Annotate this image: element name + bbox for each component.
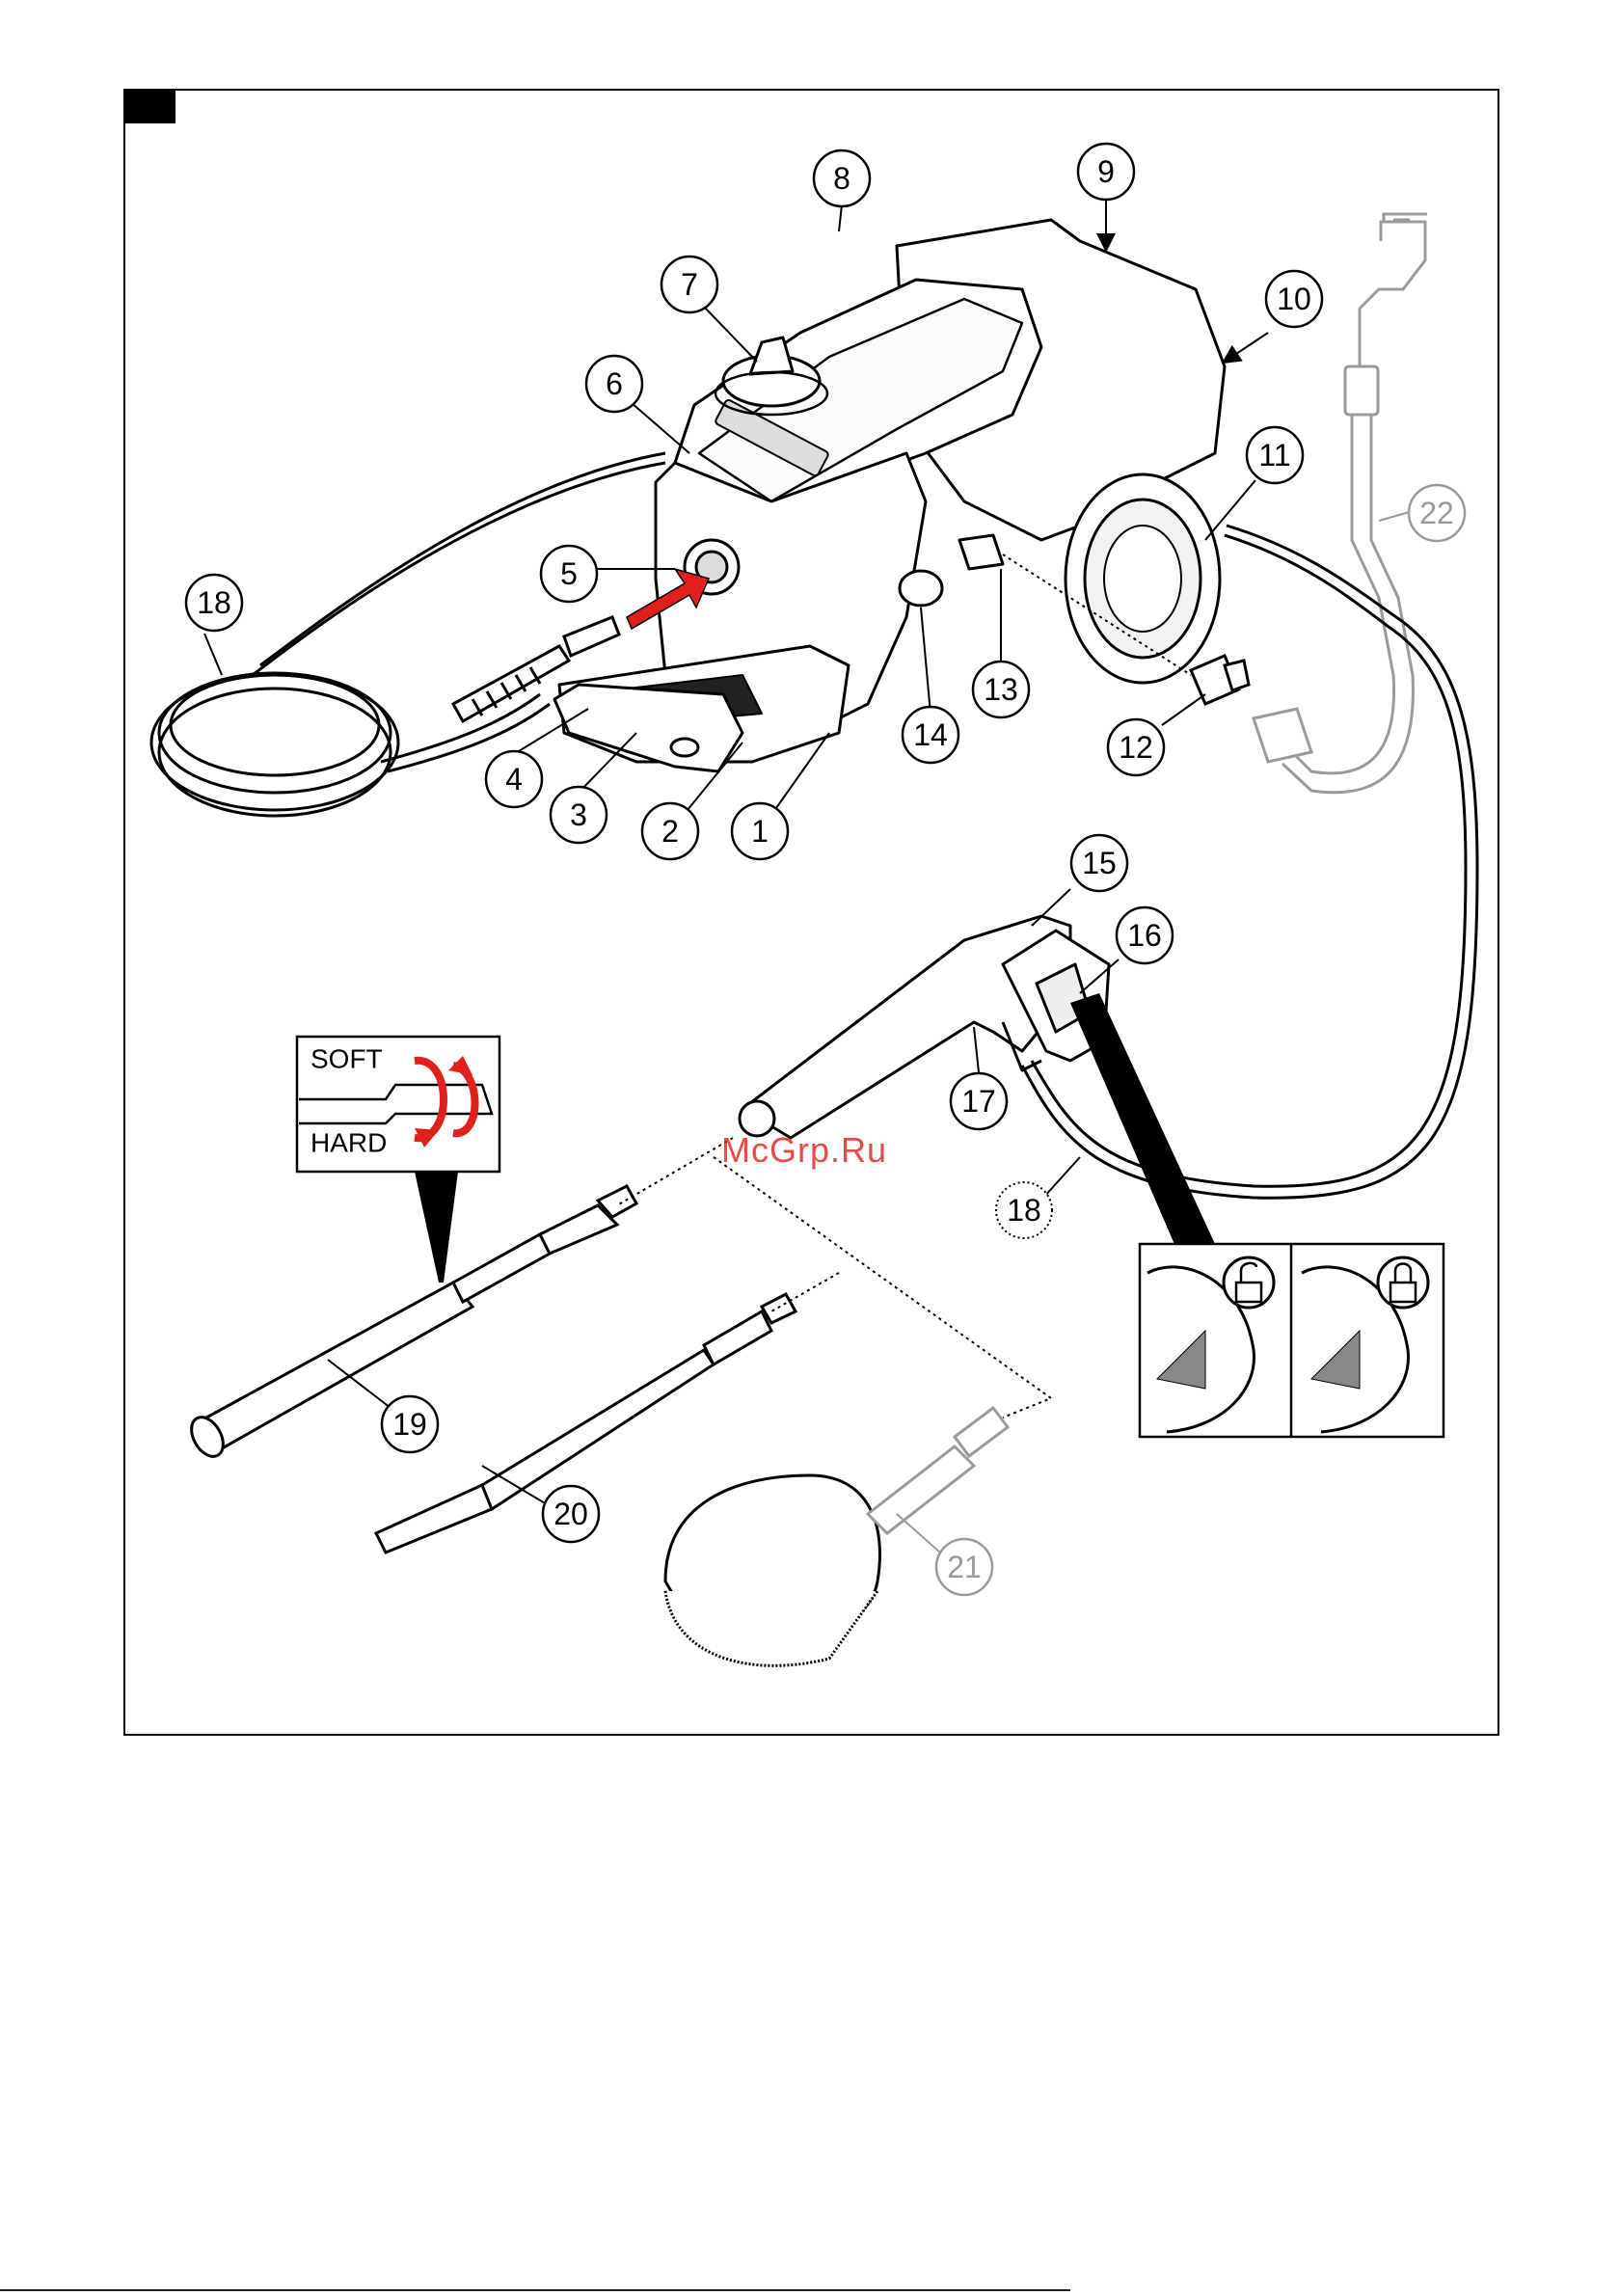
svg-text:21: 21 (947, 1550, 982, 1584)
callout-20: 20 (543, 1486, 599, 1542)
callout-21: 21 (936, 1539, 992, 1595)
soft-label: SOFT (310, 1044, 383, 1074)
svg-text:22: 22 (1419, 496, 1454, 530)
callout-6: 6 (586, 356, 642, 412)
callout-11: 11 (1247, 427, 1303, 483)
svg-text:7: 7 (681, 267, 698, 302)
callout-10: 10 (1266, 271, 1322, 327)
svg-text:20: 20 (553, 1497, 588, 1531)
svg-text:3: 3 (570, 797, 587, 832)
callout-7: 7 (661, 257, 717, 312)
hard-label: HARD (310, 1128, 387, 1158)
callout-19: 19 (382, 1396, 438, 1452)
callout-3: 3 (551, 787, 607, 843)
callout-4: 4 (486, 751, 542, 807)
callout-18-gun-hose: 18 (996, 1182, 1052, 1238)
water-connection-coupling (1191, 656, 1249, 704)
callout-13: 13 (973, 662, 1029, 717)
footer-rule (0, 2289, 1070, 2291)
svg-text:14: 14 (913, 717, 948, 752)
svg-text:12: 12 (1119, 730, 1153, 765)
lock-panel (1070, 993, 1444, 1437)
callout-2: 2 (642, 803, 698, 859)
callout-22: 22 (1409, 485, 1465, 541)
svg-text:4: 4 (505, 762, 523, 797)
callout-16: 16 (1117, 907, 1173, 963)
svg-text:16: 16 (1127, 918, 1162, 953)
callout-17: 17 (951, 1073, 1007, 1129)
wash-brush (665, 1408, 1008, 1665)
svg-text:15: 15 (1082, 846, 1117, 880)
svg-text:19: 19 (392, 1407, 427, 1442)
watermark: McGrp.Ru (721, 1130, 887, 1171)
svg-text:9: 9 (1097, 154, 1115, 189)
svg-text:11: 11 (1258, 438, 1290, 473)
callout-8: 8 (814, 150, 870, 206)
callout-1: 1 (732, 803, 788, 859)
callout-12: 12 (1108, 719, 1164, 775)
svg-text:5: 5 (560, 556, 578, 591)
svg-text:6: 6 (606, 366, 623, 401)
svg-text:17: 17 (961, 1084, 996, 1119)
svg-text:10: 10 (1277, 282, 1311, 316)
svg-text:8: 8 (833, 161, 850, 196)
svg-text:13: 13 (984, 672, 1018, 707)
callout-5: 5 (541, 546, 597, 602)
svg-text:2: 2 (661, 814, 679, 849)
callout-15: 15 (1071, 835, 1127, 891)
svg-text:18: 18 (197, 585, 231, 620)
svg-text:18: 18 (1007, 1193, 1041, 1228)
svg-text:1: 1 (751, 814, 769, 849)
callout-9: 9 (1078, 144, 1134, 200)
callout-18-coil: 18 (186, 575, 242, 631)
pressure-washer-body (554, 220, 1225, 771)
trigger-gun (740, 916, 1109, 1138)
callout-14: 14 (903, 707, 958, 763)
